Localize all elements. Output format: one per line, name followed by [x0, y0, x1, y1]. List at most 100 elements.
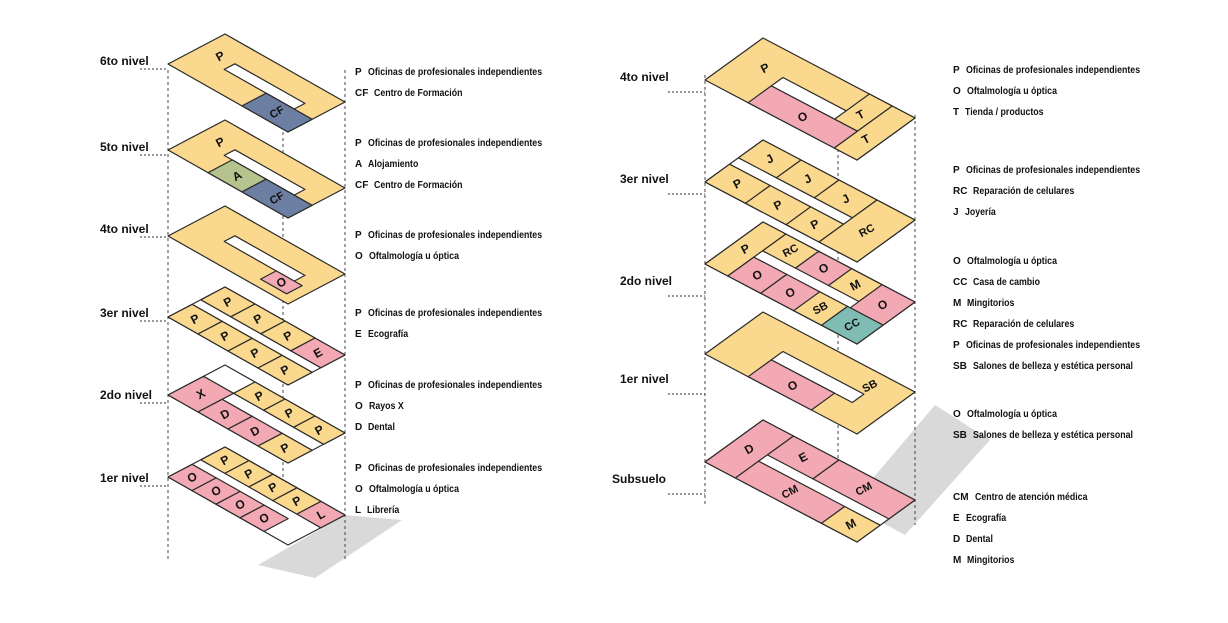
legend-code: P: [355, 308, 362, 319]
legend-desc: Dental: [966, 534, 994, 545]
legend-desc: Oficinas de profesionales independientes: [367, 463, 542, 474]
legend-item: T Tienda / productos: [953, 107, 1164, 128]
legend-desc: Salones de belleza y estética personal: [972, 430, 1133, 441]
legend-desc: Dental: [368, 422, 396, 433]
tile-cell: [296, 500, 346, 529]
legend-block: P Oficinas de profesionales independiente…: [355, 463, 566, 526]
legend-item: J Joyería: [953, 207, 1164, 228]
tile-cell: [239, 504, 289, 533]
legend-code: P: [953, 340, 960, 351]
legend-code: CF: [355, 88, 369, 99]
legend-desc: Oficinas de profesionales independientes: [965, 65, 1140, 76]
legend-desc: Oficinas de profesionales independientes: [367, 67, 542, 78]
legend-desc: Centro de Formación: [374, 180, 463, 191]
legend-code: E: [953, 513, 960, 524]
tile-cell: [257, 354, 313, 386]
legend-code: J: [953, 207, 959, 218]
legend-item: O Oftalmología u óptica: [953, 409, 1155, 430]
tile-cell: [820, 505, 881, 543]
tile-cell: [818, 199, 916, 263]
level-label: 1er nivel: [620, 372, 669, 386]
legend-desc: Joyería: [964, 207, 996, 218]
tile-o: [747, 359, 836, 411]
legend-desc: Centro de atención médica: [974, 492, 1088, 503]
legend-code: P: [355, 230, 362, 241]
legend-code: A: [355, 159, 363, 170]
legend-block: P Oficinas de profesionales independiente…: [355, 230, 566, 272]
legend-code: RC: [953, 319, 968, 330]
legend-code: O: [355, 251, 363, 262]
level-label: Subsuelo: [612, 472, 667, 486]
legend-item: P Oficinas de profesionales independiente…: [355, 230, 566, 251]
legend-desc: Ecografía: [965, 513, 1006, 524]
legend-code: O: [355, 401, 363, 412]
legend-item: O Rayos X: [355, 401, 566, 422]
legend-code: CM: [953, 492, 969, 503]
legend-desc: Oficinas de profesionales independientes: [965, 340, 1140, 351]
legend-item: P Oficinas de profesionales independiente…: [953, 340, 1164, 361]
tile-cell: [290, 337, 346, 369]
legend-item: P Oficinas de profesionales independiente…: [355, 138, 566, 159]
legend-desc: Oficinas de profesionales independientes: [367, 138, 542, 149]
ground-shadow-left: [258, 515, 402, 578]
tile-cell: [820, 305, 884, 345]
level-label: 3er nivel: [620, 172, 669, 186]
level-label: 2do nivel: [100, 388, 153, 402]
level-label: 2do nivel: [620, 274, 673, 288]
legend-desc: Alojamiento: [368, 159, 419, 170]
legend-code: SB: [953, 361, 967, 372]
legend-desc: Mingitorios: [967, 555, 1015, 566]
legend-code: O: [953, 256, 961, 267]
legend-desc: Tienda / productos: [965, 107, 1044, 118]
floor-void: [770, 350, 865, 404]
legend-code: P: [355, 463, 362, 474]
legend-code: M: [953, 555, 962, 566]
legend-code: P: [953, 165, 960, 176]
legend-desc: Mingitorios: [967, 298, 1015, 309]
legend-item: P Oficinas de profesionales independiente…: [355, 463, 566, 484]
level-label: 4to nivel: [100, 222, 149, 236]
legend-code: P: [355, 138, 362, 149]
legend-desc: Casa de cambio: [973, 277, 1041, 288]
legend-desc: Reparación de celulares: [973, 186, 1075, 197]
legend-code: L: [355, 505, 362, 516]
legend-desc: Salones de belleza y estética personal: [972, 361, 1133, 372]
legend-item: D Dental: [355, 422, 566, 443]
legend-code: P: [355, 380, 362, 391]
legend-desc: Oficinas de profesionales independientes: [367, 308, 542, 319]
tile-cf: [241, 92, 313, 133]
legend-item: O Oftalmología u óptica: [953, 86, 1164, 107]
level-label: 1er nivel: [100, 471, 149, 485]
legend-code: O: [953, 86, 961, 97]
level-label: 6to nivel: [100, 54, 149, 68]
legend-item: M Mingitorios: [953, 555, 1102, 576]
legend-code: M: [953, 298, 962, 309]
legend-code: D: [355, 422, 363, 433]
level-label: 4to nivel: [620, 70, 669, 84]
legend-code: O: [953, 409, 961, 420]
legend-desc: Ecografía: [367, 329, 408, 340]
legend-desc: Oficinas de profesionales independientes: [367, 230, 542, 241]
legend-desc: Oftalmología u óptica: [966, 86, 1057, 97]
legend-desc: Rayos X: [368, 401, 404, 412]
legend-code: CC: [953, 277, 968, 288]
legend-item: A Alojamiento: [355, 159, 566, 180]
legend-code: T: [953, 107, 960, 118]
legend-desc: Oftalmología u óptica: [368, 484, 459, 495]
tile-o: [260, 270, 303, 295]
floor-plate: [167, 364, 346, 464]
legend-item: M Mingitorios: [953, 298, 1164, 319]
legend-desc: Oftalmología u óptica: [966, 409, 1057, 420]
